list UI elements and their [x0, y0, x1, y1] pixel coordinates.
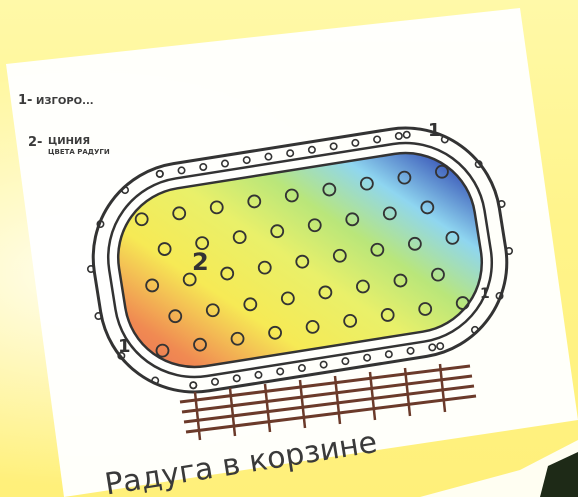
- photo-corner: [420, 440, 578, 497]
- legend-line1-text: ИЗГОРО...: [36, 96, 94, 107]
- legend-line1-number: 1-: [18, 93, 32, 108]
- legend-line2-text: ЦИНИЯ: [48, 136, 90, 147]
- center-number: 2: [192, 248, 209, 276]
- marker-top-right: 1: [428, 120, 441, 141]
- legend-line2-number: 2-: [28, 135, 42, 150]
- marker-right: 1: [480, 286, 490, 302]
- marker-left: 1: [118, 336, 131, 357]
- legend-line2-sub: ЦВЕТА РАДУГИ: [48, 148, 110, 156]
